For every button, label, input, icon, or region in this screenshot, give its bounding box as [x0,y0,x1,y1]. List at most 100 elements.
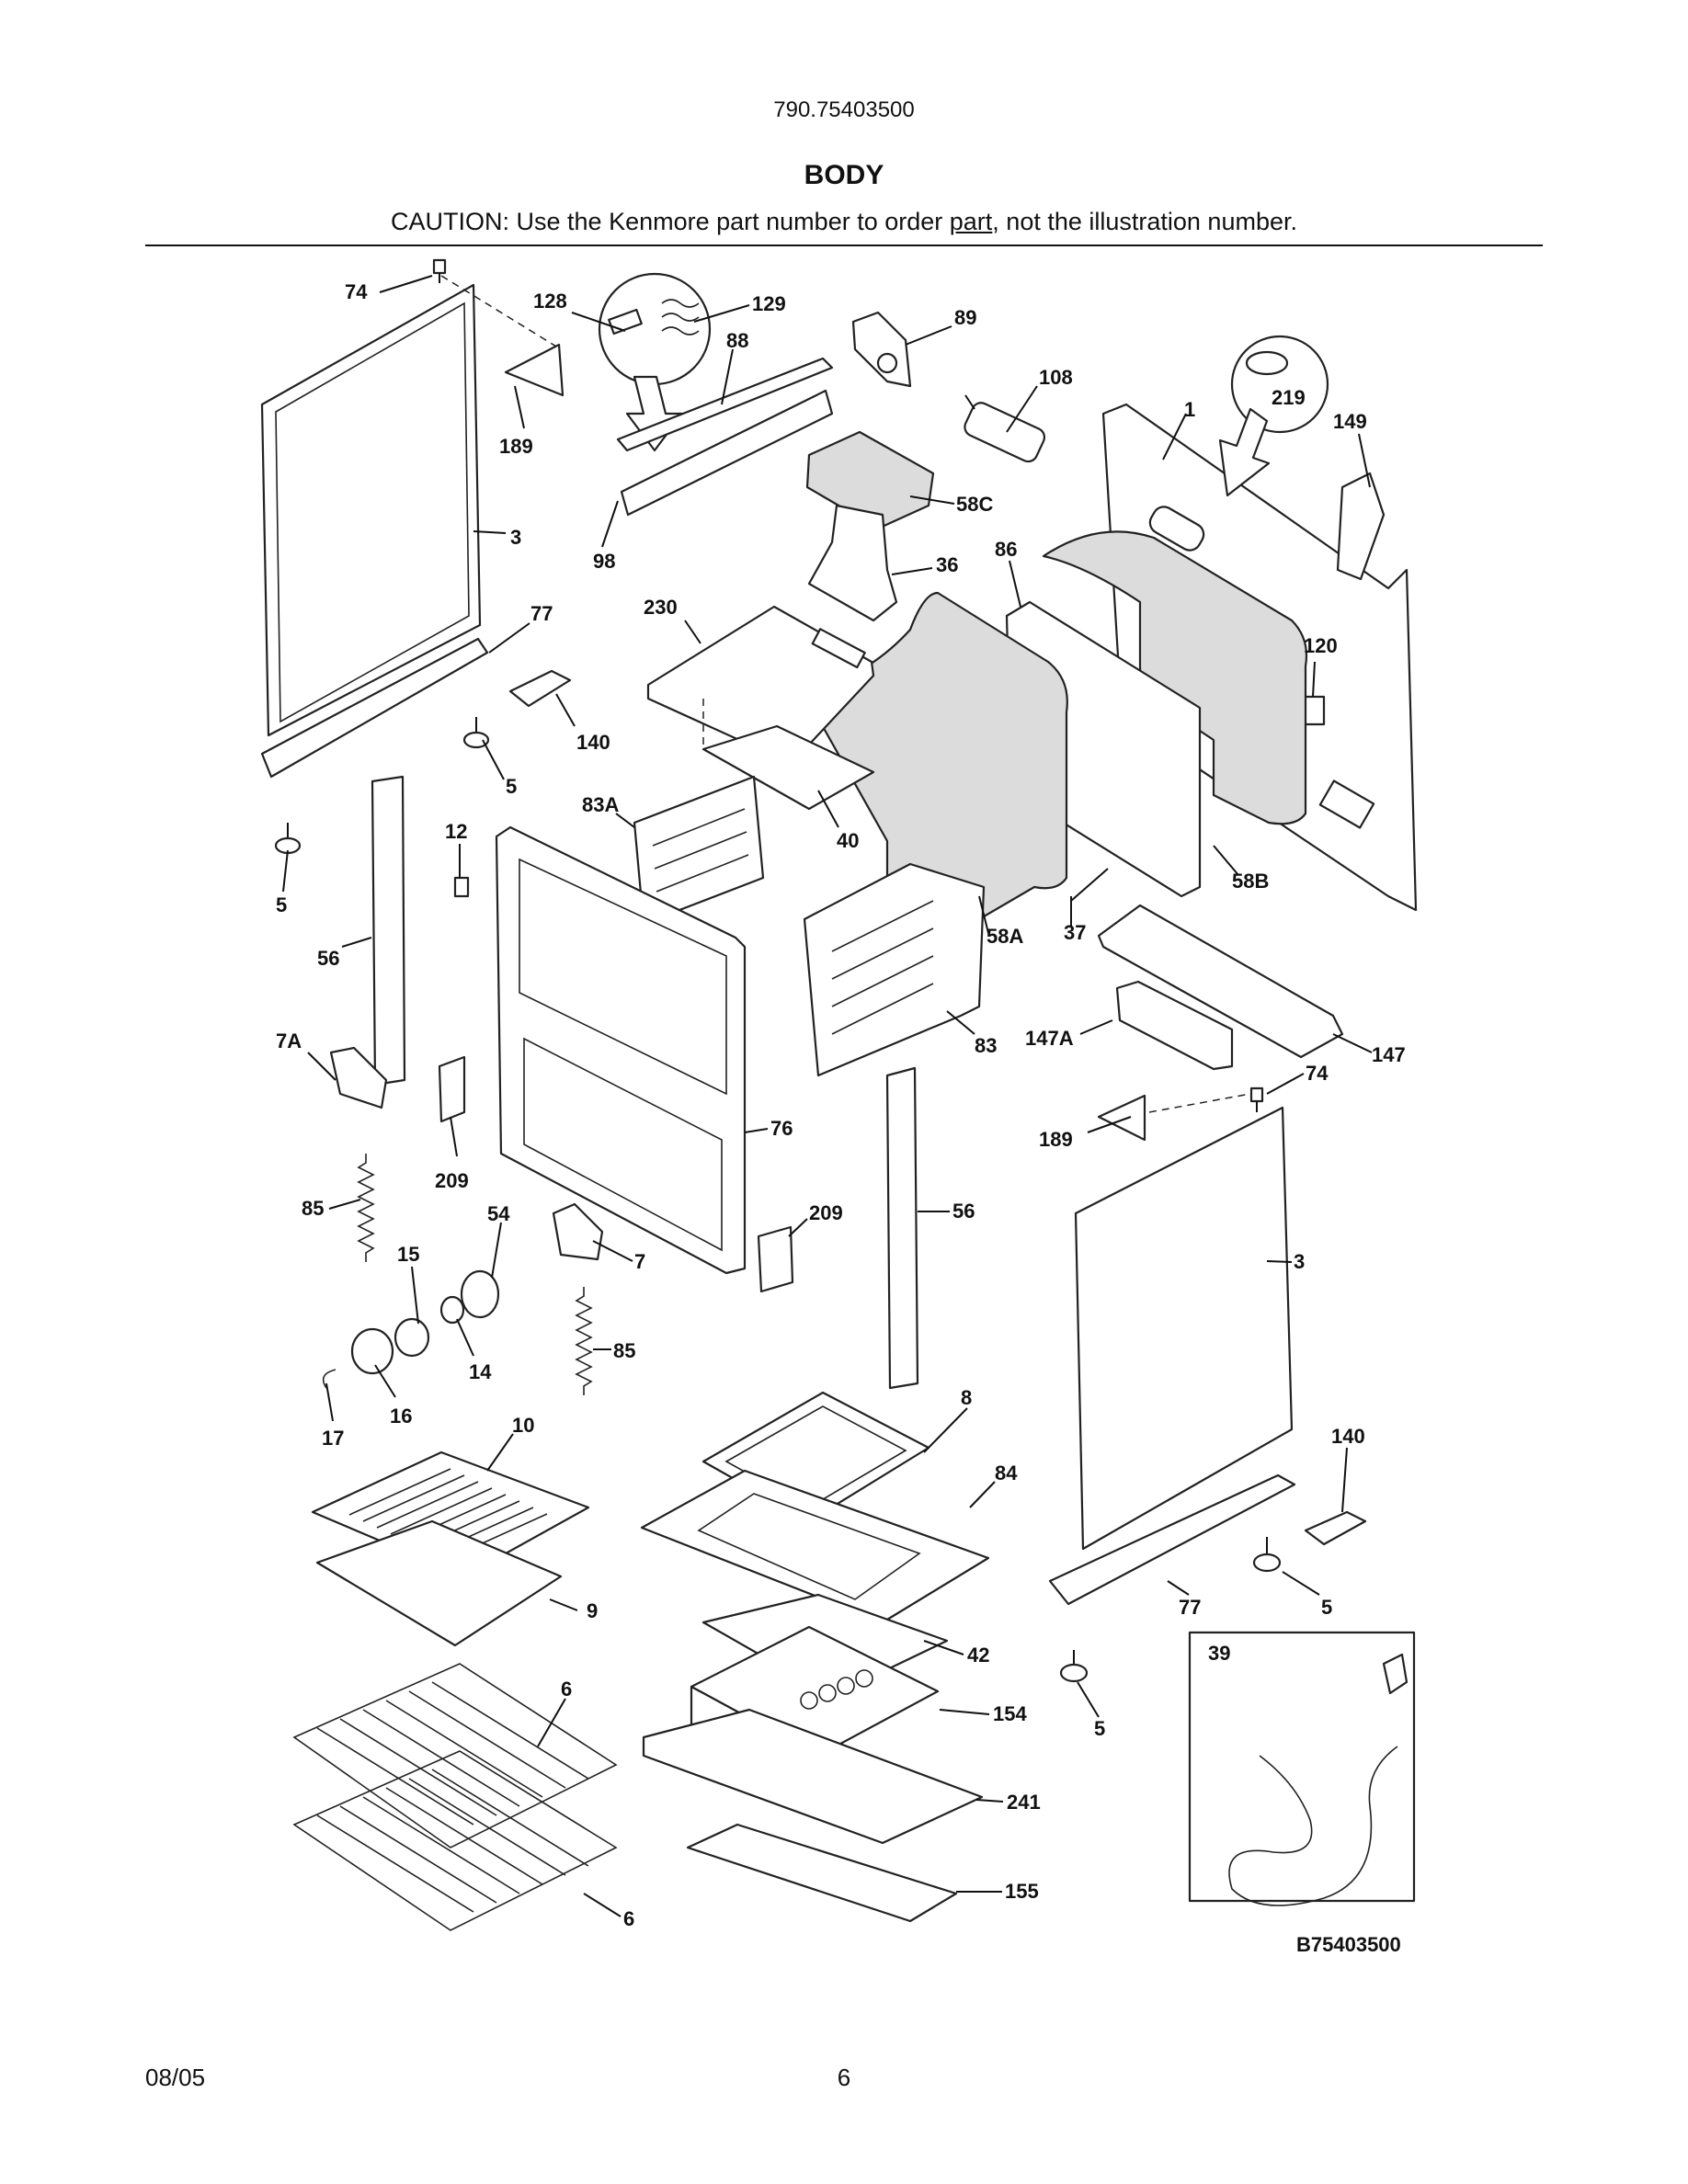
page-number: 6 [837,2064,851,2091]
part-broiler-grid-10 [311,1450,590,1578]
callout-83a: 83A [582,793,619,816]
caution-text-end: , not the illustration number. [992,208,1297,235]
leader-lines [282,275,1373,1917]
callout-7a: 7A [276,1029,302,1052]
page-title: BODY [804,160,884,190]
callout-8: 8 [961,1386,972,1409]
part-side-panel-right [1074,1106,1294,1551]
part-side-panel-left [260,275,562,737]
callout-108: 108 [1039,366,1073,389]
callout-3-left: 3 [510,526,521,549]
part-door-frame-84 [640,1469,990,1624]
callout-3-right: 3 [1294,1250,1305,1273]
callout-89: 89 [954,306,976,329]
part-channel-147 [1097,904,1344,1059]
part-duct-36 [807,504,898,622]
part-post-56-left [371,775,406,1086]
inset-power-cord-39 [1188,1631,1416,1906]
callout-58a: 58A [987,925,1023,948]
callout-85-right: 85 [613,1339,635,1362]
part-leveler-5-a [462,717,490,749]
callout-5-a: 5 [506,775,517,798]
part-bracket-209-right [757,1225,794,1293]
callout-5-d: 5 [1094,1717,1105,1740]
callout-12: 12 [445,820,467,843]
part-leveler-5-b [274,823,302,855]
callout-58c: 58C [956,493,993,516]
part-bracket-140-top [508,669,572,708]
part-front-frame-76 [495,825,747,1275]
callout-7: 7 [634,1250,645,1273]
part-bracket-189-top [504,343,565,397]
callout-58b: 58B [1232,870,1269,893]
part-bracket-189-bottom [1097,1094,1146,1142]
callout-189-bottom: 189 [1039,1128,1073,1151]
part-side-liner-83a [633,775,765,926]
callout-74-top: 74 [345,280,368,303]
callout-84: 84 [995,1462,1018,1484]
callout-6-lower: 6 [623,1907,634,1930]
footer-date: 08/05 [145,2064,206,2091]
callout-209-right: 209 [809,1201,843,1224]
inset-label-39: 39 [1208,1642,1230,1665]
part-hinge-7a [329,1046,388,1109]
part-oven-rack-6-lower [292,1750,618,1931]
callout-85-left: 85 [302,1197,324,1220]
part-insulation-58a [803,591,1068,953]
callout-6-upper: 6 [561,1678,572,1701]
callout-129: 129 [752,292,786,315]
callout-154: 154 [993,1702,1027,1725]
part-cavity-top-230 [646,605,875,760]
part-magnifier-circle-right [1218,335,1329,497]
part-lamp-assembly [322,1269,500,1389]
part-cavity-bottom-40 [701,724,875,811]
callout-209-left: 209 [435,1169,469,1192]
header-rule [145,245,1543,246]
callout-98: 98 [593,550,615,573]
callout-86: 86 [995,538,1017,561]
part-screw-74-bottom [1249,1086,1264,1112]
callout-9: 9 [587,1599,598,1622]
part-valve-12 [453,876,470,898]
part-leveler-5-d [1059,1650,1089,1683]
callout-140-bottom: 140 [1331,1425,1365,1448]
part-leveler-5-c [1252,1537,1282,1573]
callout-56-center: 56 [952,1200,975,1223]
part-oven-rack-6-upper [292,1663,618,1848]
callout-5-b: 5 [276,893,287,916]
part-vent-149 [1336,472,1386,581]
part-bracket-89 [851,311,912,388]
part-channel-98 [620,389,834,517]
part-bracket-209-left [438,1055,466,1123]
caution-text-underlined: part [949,208,993,235]
part-broiler-pan-9 [315,1519,563,1647]
callout-83: 83 [975,1034,997,1057]
callout-10: 10 [512,1414,534,1437]
callout-219: 219 [1272,386,1306,409]
diagram-code: B75403500 [1296,1933,1401,1956]
callout-189-top: 189 [499,435,533,458]
caution-note: CAUTION: Use the Kenmore part number to … [0,208,1688,236]
part-side-liner-83 [803,862,986,1077]
callout-15: 15 [397,1243,419,1266]
callout-76: 76 [770,1117,793,1140]
callout-56-left: 56 [317,947,339,970]
callout-155: 155 [1005,1880,1039,1903]
callout-1: 1 [1184,398,1195,421]
callout-16: 16 [390,1405,412,1428]
callout-230: 230 [644,596,678,619]
callout-17: 17 [322,1427,344,1450]
part-screw-74-top [432,258,447,283]
part-drawer-bottom-155 [686,1823,958,1923]
callout-149: 149 [1333,410,1367,433]
callout-241: 241 [1007,1791,1041,1814]
callout-37: 37 [1064,921,1086,944]
part-channel-77-bottom [1048,1473,1296,1606]
part-insulation-58c [805,430,935,530]
part-spring-85-left [357,1154,375,1262]
callout-14: 14 [469,1360,492,1383]
callout-74-bottom: 74 [1306,1062,1329,1085]
callout-88: 88 [726,329,748,352]
model-number: 790.75403500 [773,97,915,122]
